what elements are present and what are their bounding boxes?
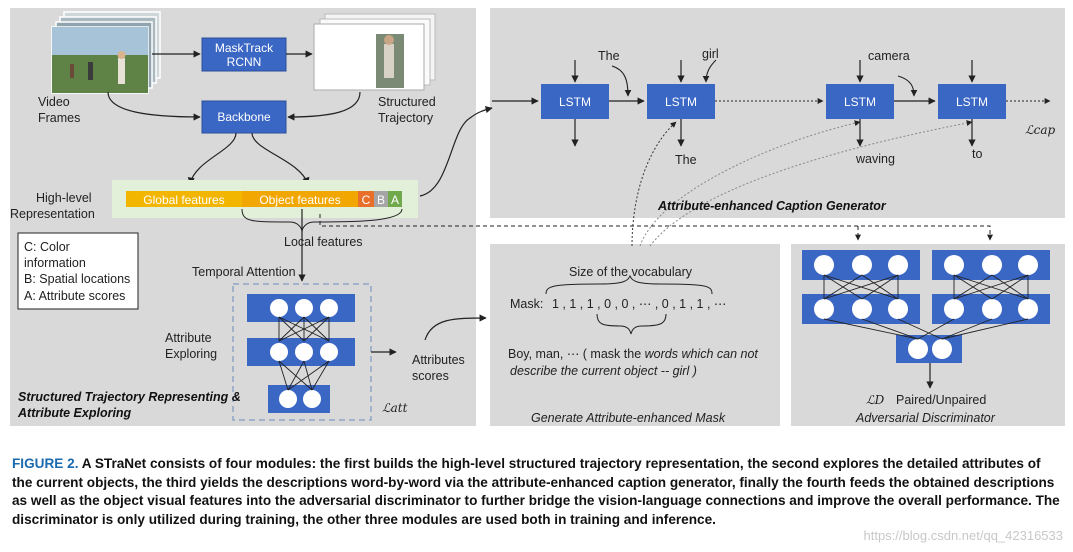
module1-title-1: Structured Trajectory Representing & <box>18 390 241 404</box>
discriminator-right-branch <box>932 250 1050 324</box>
mask-label: Mask: <box>510 297 543 311</box>
spatial-loc-cell <box>374 191 388 207</box>
global-features-label: Global features <box>143 193 224 207</box>
module3-title: Generate Attribute-enhanced Mask <box>531 411 726 425</box>
video-frames-label-1: Video <box>38 95 70 109</box>
temporal-attention-label: Temporal Attention <box>192 265 296 279</box>
object-features-label: Object features <box>259 193 340 207</box>
maskrcnn-label-line1: MaskTrack <box>215 41 274 55</box>
a-label: A <box>391 193 399 207</box>
module1-title-2: Attribute Exploring <box>17 406 132 420</box>
word-the-output: The <box>675 153 697 167</box>
backbone-box <box>201 100 287 134</box>
lstm-4-label: LSTM <box>956 95 988 109</box>
module4-title: Adversarial Discriminator <box>855 411 996 425</box>
high-level-label-1: High-level <box>36 191 92 205</box>
high-level-label-2: Representation <box>10 207 95 221</box>
mask-values: 1 , 1 , 1 , 0 , 0 , ⋯ , 0 , 1 , 1 , ⋯ <box>552 297 726 311</box>
c-label: C <box>362 193 371 207</box>
figure-caption-text: A STraNet consists of four modules: the … <box>12 456 1060 527</box>
figure-caption: FIGURE 2. A STraNet consists of four mod… <box>12 455 1064 529</box>
object-features-bar <box>242 191 358 207</box>
b-label: B <box>377 193 385 207</box>
module2-title: Attribute-enhanced Caption Generator <box>657 199 887 213</box>
lstm-4 <box>938 84 1006 119</box>
word-to: to <box>972 147 982 161</box>
discriminator-left-branch <box>802 250 920 324</box>
maskrcnn-label-line2: RCNN <box>227 55 262 69</box>
structured-trajectory-image <box>313 13 436 91</box>
legend-box <box>17 232 139 310</box>
lstm-1 <box>541 84 609 119</box>
vocab-size-label: Size of the vocabulary <box>569 265 693 279</box>
attribute-exploring-label-1: Attribute <box>165 331 212 345</box>
mask-note-2: describe the current object -- girl ) <box>510 364 697 378</box>
attribute-exploring-label-2: Exploring <box>165 347 217 361</box>
word-camera: camera <box>868 49 910 63</box>
mask-note-1: Boy, man, ⋯ ( mask the words which can n… <box>508 347 758 361</box>
local-features-label: Local features <box>284 235 363 249</box>
lstm-3-label: LSTM <box>844 95 876 109</box>
word-the-input: The <box>598 49 620 63</box>
watermark: https://blog.csdn.net/qq_42316533 <box>863 528 1064 543</box>
attributes-scores-label-2: scores <box>412 369 449 383</box>
paired-unpaired-label: Paired/Unpaired <box>896 393 986 407</box>
attr-scores-cell <box>388 191 402 207</box>
structured-trajectory-label-2: Trajectory <box>378 111 434 125</box>
video-frames-label-2: Frames <box>38 111 80 125</box>
word-girl: girl <box>702 47 719 61</box>
l-att-label: ℒatt <box>382 401 408 415</box>
lstm-1-label: LSTM <box>559 95 591 109</box>
video-frames-image <box>51 11 161 94</box>
global-features-bar <box>126 191 242 207</box>
backbone-label: Backbone <box>217 110 271 124</box>
lstm-2 <box>647 84 715 119</box>
discriminator-output-layer <box>896 335 962 363</box>
word-waving: waving <box>855 152 895 166</box>
legend-c-line1: C: Color <box>24 240 70 254</box>
lstm-3 <box>826 84 894 119</box>
attributes-scores-label-1: Attributes <box>412 353 465 367</box>
figure-label: FIGURE 2. <box>12 456 79 471</box>
l-d-label: ℒD <box>866 393 885 407</box>
l-cap-label: ℒcap <box>1025 123 1056 137</box>
lstm-2-label: LSTM <box>665 95 697 109</box>
legend-a: A: Attribute scores <box>24 289 125 303</box>
panel-attribute-mask <box>490 244 780 426</box>
color-info-cell <box>358 191 374 207</box>
legend-b: B: Spatial locations <box>24 272 130 286</box>
legend-c-line2: information <box>24 256 86 270</box>
structured-trajectory-label-1: Structured <box>378 95 436 109</box>
maskrcnn-box <box>201 37 287 72</box>
